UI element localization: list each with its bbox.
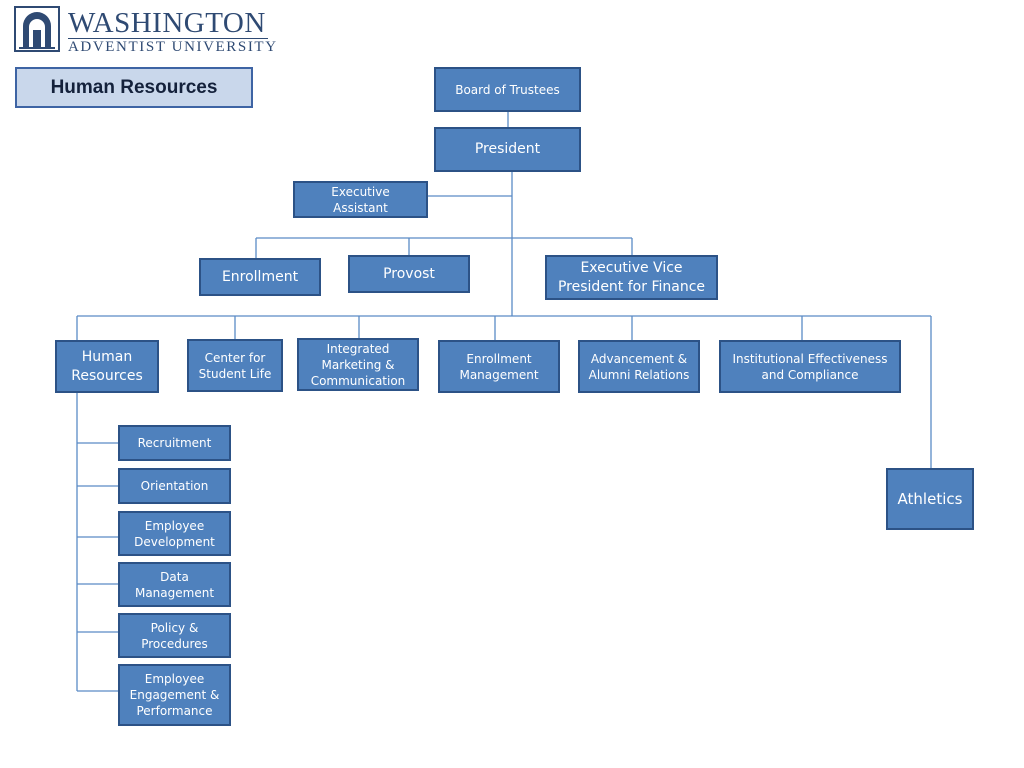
- node-enrollment[interactable]: Enrollment: [199, 258, 321, 296]
- node-provost[interactable]: Provost: [348, 255, 470, 293]
- node-executive-assistant[interactable]: Executive Assistant: [293, 181, 428, 218]
- node-evp-finance[interactable]: Executive Vice President for Finance: [545, 255, 718, 300]
- node-employee-engagement[interactable]: Employee Engagement & Performance: [118, 664, 231, 726]
- node-advancement-alumni[interactable]: Advancement & Alumni Relations: [578, 340, 700, 393]
- node-policy-procedures[interactable]: Policy & Procedures: [118, 613, 231, 658]
- university-logo: WASHINGTON ADVENTIST UNIVERSITY: [14, 6, 276, 55]
- node-board-of-trustees[interactable]: Board of Trustees: [434, 67, 581, 112]
- node-orientation[interactable]: Orientation: [118, 468, 231, 504]
- node-athletics[interactable]: Athletics: [886, 468, 974, 530]
- page-title: Human Resources: [15, 67, 253, 108]
- node-institutional-effectiveness[interactable]: Institutional Effectiveness and Complian…: [719, 340, 901, 393]
- node-data-management[interactable]: Data Management: [118, 562, 231, 607]
- arch-door-icon: [14, 6, 60, 52]
- node-integrated-marketing[interactable]: Integrated Marketing & Communication: [297, 338, 419, 391]
- logo-wordmark-line2: ADVENTIST UNIVERSITY: [68, 39, 278, 55]
- node-center-student-life[interactable]: Center for Student Life: [187, 339, 283, 392]
- logo-divider: [68, 38, 268, 39]
- node-president[interactable]: President: [434, 127, 581, 172]
- node-recruitment[interactable]: Recruitment: [118, 425, 231, 461]
- logo-wordmark-line1: WASHINGTON: [68, 7, 266, 39]
- node-human-resources[interactable]: Human Resources: [55, 340, 159, 393]
- node-employee-development[interactable]: Employee Development: [118, 511, 231, 556]
- node-enrollment-management[interactable]: Enrollment Management: [438, 340, 560, 393]
